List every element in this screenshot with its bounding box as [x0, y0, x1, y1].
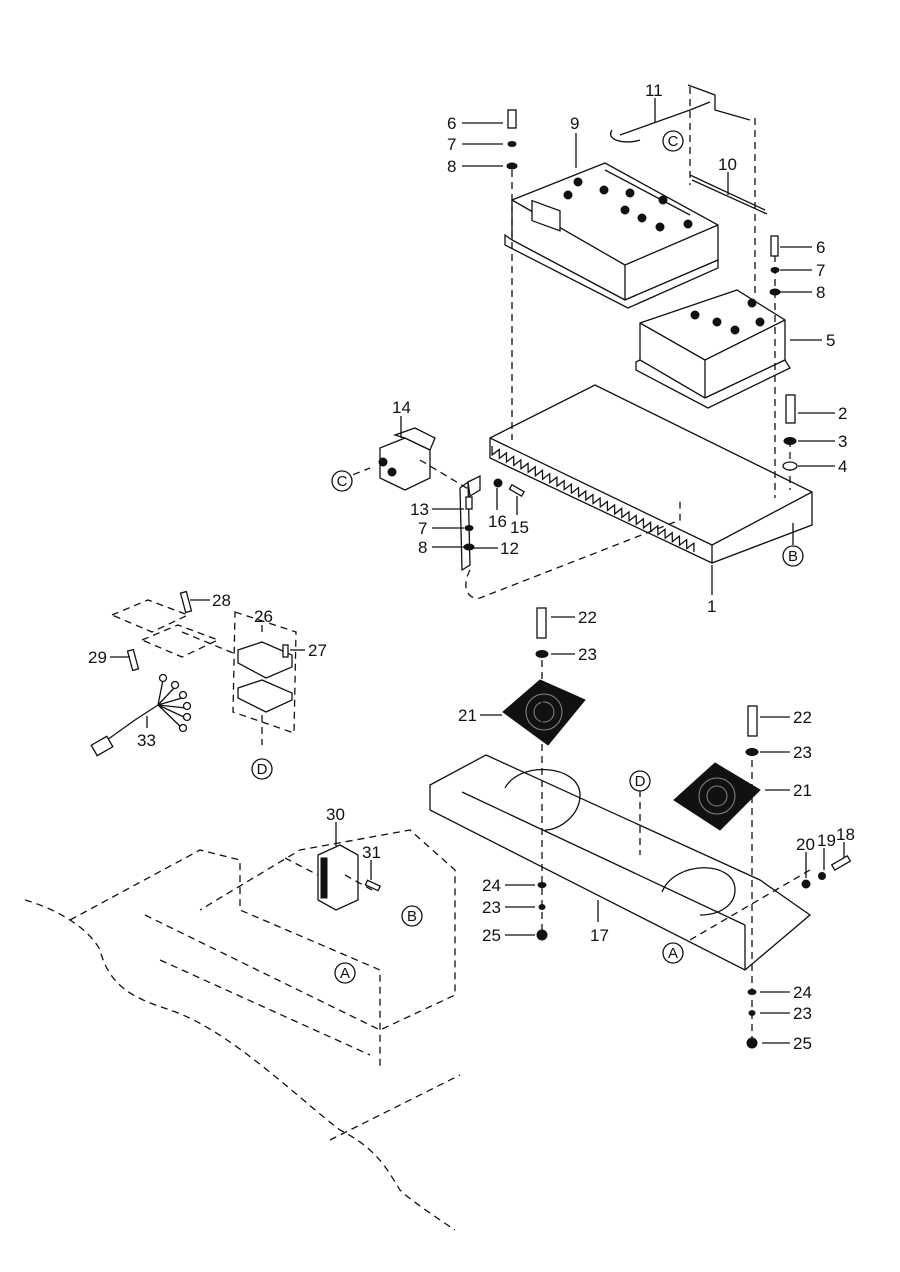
contactor-part-14	[378, 427, 436, 491]
svg-text:D: D	[257, 761, 268, 778]
reference-markers: C C B D D A B A	[251, 130, 804, 984]
callout-8: 8	[816, 283, 825, 302]
callout-2: 2	[838, 404, 847, 423]
callout-16: 16	[488, 512, 507, 531]
callout-24: 24	[793, 983, 812, 1002]
callout-21: 21	[793, 781, 812, 800]
reference-a-frame: A	[334, 962, 356, 984]
callout-28: 28	[212, 591, 231, 610]
callout-22: 22	[793, 708, 812, 727]
callout-19: 19	[817, 831, 836, 850]
callout-22: 22	[578, 608, 597, 627]
fan-part-21-right	[673, 762, 761, 831]
svg-text:B: B	[407, 908, 417, 925]
callout-23: 23	[793, 1004, 812, 1023]
fan-shroud-part-17	[429, 754, 812, 971]
callout-12: 12	[500, 539, 519, 558]
machine-frame	[24, 829, 461, 1231]
callout-33: 33	[137, 731, 156, 750]
callout-6: 6	[816, 238, 825, 257]
svg-text:C: C	[337, 473, 348, 490]
svg-text:D: D	[635, 773, 646, 790]
callout-25: 25	[793, 1034, 812, 1053]
svg-text:B: B	[788, 548, 798, 565]
callout-23: 23	[578, 645, 597, 664]
heatsink-part-1	[489, 384, 813, 564]
fuse-block-part-26	[232, 611, 297, 734]
cable-part-11	[609, 84, 751, 143]
svg-text:A: A	[340, 965, 350, 982]
callout-21: 21	[458, 706, 477, 725]
callout-15: 15	[510, 518, 529, 537]
reference-a-shroud: A	[662, 942, 684, 964]
callout-8: 8	[418, 538, 427, 557]
callout-7: 7	[418, 519, 427, 538]
reference-d-shroud: D	[629, 770, 651, 792]
callouts: 6 7 8 9 11 10 6 7 8 5 2 3 4 1 14 13 7 8 …	[88, 81, 855, 1053]
callout-25: 25	[482, 926, 501, 945]
reference-b-frame: B	[401, 905, 423, 927]
callout-23: 23	[482, 898, 501, 917]
callout-6: 6	[447, 114, 456, 133]
callout-5: 5	[826, 331, 835, 350]
callout-29: 29	[88, 648, 107, 667]
fasteners	[126, 109, 852, 1049]
callout-11: 11	[645, 81, 663, 100]
callout-7: 7	[816, 261, 825, 280]
callout-7: 7	[447, 135, 456, 154]
callout-8: 8	[447, 157, 456, 176]
reference-b-heatsink: B	[782, 545, 804, 567]
reference-d-fuseblock: D	[251, 758, 273, 780]
harness-part-33	[90, 673, 192, 757]
callout-10: 10	[718, 155, 737, 174]
reference-c-contactor: C	[331, 470, 353, 492]
callout-4: 4	[838, 457, 847, 476]
fan-part-21-left	[502, 679, 586, 746]
module-part-30	[317, 844, 359, 911]
callout-24: 24	[482, 876, 501, 895]
svg-text:A: A	[668, 945, 678, 962]
callout-27: 27	[308, 641, 327, 660]
callout-23: 23	[793, 743, 812, 762]
callout-13: 13	[410, 500, 429, 519]
battery-part-5	[635, 289, 791, 409]
callout-18: 18	[836, 825, 855, 844]
controller-part-9	[504, 162, 719, 309]
reference-c-top: C	[662, 130, 684, 152]
callout-26: 26	[254, 607, 273, 626]
callout-31: 31	[362, 843, 381, 862]
fuse-strips-part-28-29	[110, 599, 220, 658]
callout-9: 9	[570, 114, 579, 133]
callout-1: 1	[707, 597, 716, 616]
callout-20: 20	[796, 835, 815, 854]
svg-text:C: C	[668, 133, 679, 150]
callout-3: 3	[838, 432, 847, 451]
callout-30: 30	[326, 805, 345, 824]
bracket-part-12	[459, 474, 481, 572]
leader-lines	[110, 98, 845, 1044]
callout-14: 14	[392, 398, 411, 417]
callout-17: 17	[590, 926, 609, 945]
